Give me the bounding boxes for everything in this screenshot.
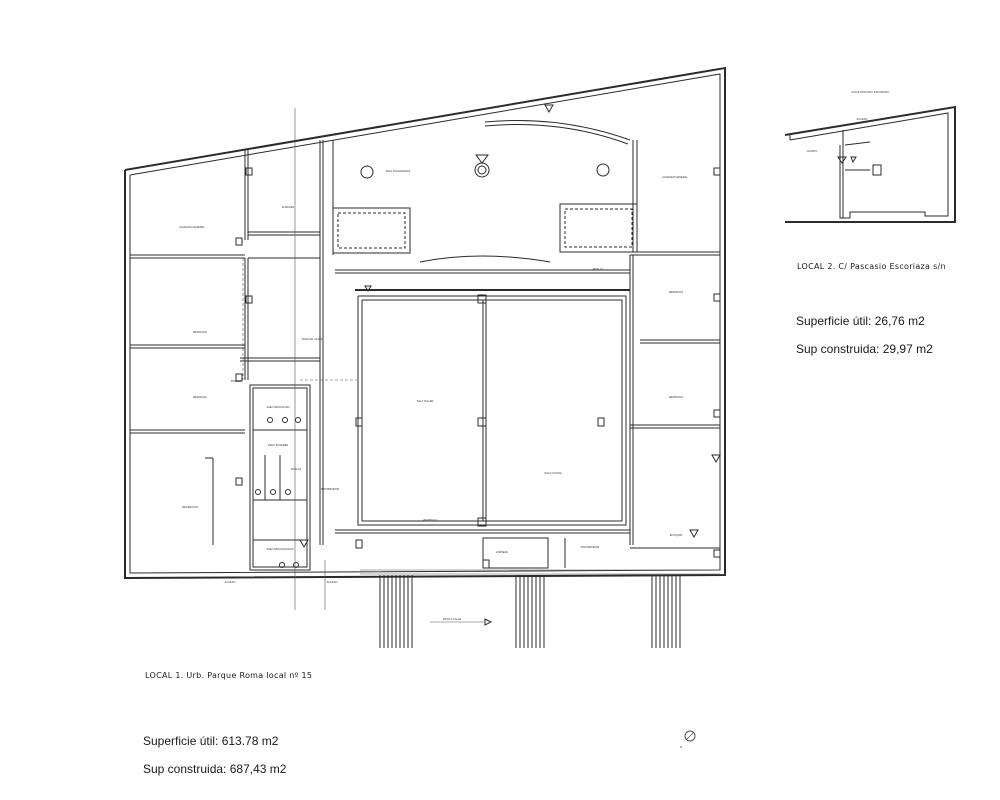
svg-text:ZONA DE CAJAS: ZONA DE CAJAS bbox=[302, 337, 323, 341]
local1-sup-construida: Sup construida: 687,43 m2 bbox=[143, 762, 287, 776]
north-arrow-icon: N bbox=[680, 730, 696, 749]
svg-text:ALMACEN GENERAL: ALMACEN GENERAL bbox=[179, 225, 205, 229]
svg-text:SALA COCINA: SALA COCINA bbox=[544, 471, 562, 475]
local1-superficie-util: Superficie útil: 613.78 m2 bbox=[143, 734, 279, 748]
entrance-stairs bbox=[360, 569, 720, 648]
structural-columns bbox=[235, 167, 721, 569]
local1-title: LOCAL 1. Urb. Parque Roma local nº 15 bbox=[145, 671, 313, 680]
svg-text:DESPACHO: DESPACHO bbox=[669, 395, 683, 399]
svg-text:PASILLO: PASILLO bbox=[291, 467, 302, 471]
svg-text:DISTRIBUIDOR: DISTRIBUIDOR bbox=[321, 487, 340, 491]
svg-text:SALA POLIVALENTE: SALA POLIVALENTE bbox=[386, 169, 411, 173]
local2-acceso-label: ACCESO bbox=[857, 117, 868, 121]
room-labels: ALMACEN GENERAL ALMACEN DESPACHO DESPACH… bbox=[179, 169, 688, 621]
svg-text:SALA TALLER: SALA TALLER bbox=[417, 399, 434, 403]
north-label: N bbox=[680, 745, 682, 749]
svg-text:PASILLO: PASILLO bbox=[593, 267, 604, 271]
local2-sup-construida: Sup construida: 29,97 m2 bbox=[796, 342, 933, 356]
acceso-left-label: ACCESO bbox=[225, 580, 236, 584]
fixtures bbox=[255, 104, 721, 568]
svg-text:ALMACEN GENERAL: ALMACEN GENERAL bbox=[662, 175, 688, 179]
svg-text:ASEO MINUSVALIDOS: ASEO MINUSVALIDOS bbox=[266, 547, 294, 551]
svg-text:DESPACHO: DESPACHO bbox=[193, 330, 207, 334]
local1-interior-walls bbox=[130, 119, 720, 571]
svg-text:RECEPCION: RECEPCION bbox=[182, 505, 198, 509]
svg-text:ALMACEN: ALMACEN bbox=[282, 205, 295, 209]
local2-title: LOCAL 2. C/ Pascasio Escoriaza s/n bbox=[797, 262, 946, 271]
svg-text:VESTIBULO: VESTIBULO bbox=[423, 518, 438, 522]
local2-street-label: CALLE PASCASIO ESCORIAZA bbox=[851, 90, 889, 94]
paso-calle-label: PASO A CALLE bbox=[443, 617, 461, 621]
section-lines bbox=[242, 108, 357, 610]
local1-outer-walls bbox=[124, 66, 726, 580]
svg-text:DISTRIBUIDOR: DISTRIBUIDOR bbox=[581, 545, 600, 549]
svg-text:CUARTO: CUARTO bbox=[807, 149, 818, 153]
local2-plan: CALLE PASCASIO ESCORIAZA ACCESO CUARTO bbox=[784, 90, 956, 223]
acceso-mid-label: ACCESO bbox=[327, 580, 338, 584]
svg-text:ASEO MASCULINO: ASEO MASCULINO bbox=[266, 405, 289, 409]
svg-text:BOTIQUIN: BOTIQUIN bbox=[670, 533, 683, 537]
local2-superficie-util: Superficie útil: 26,76 m2 bbox=[796, 314, 925, 328]
svg-text:DESPACHO: DESPACHO bbox=[669, 290, 683, 294]
svg-text:LIMPIEZA: LIMPIEZA bbox=[496, 550, 508, 554]
svg-text:DESPACHO: DESPACHO bbox=[193, 395, 207, 399]
svg-text:ASEO MUJERES: ASEO MUJERES bbox=[268, 443, 289, 447]
svg-text:PASILLO: PASILLO bbox=[231, 379, 242, 383]
